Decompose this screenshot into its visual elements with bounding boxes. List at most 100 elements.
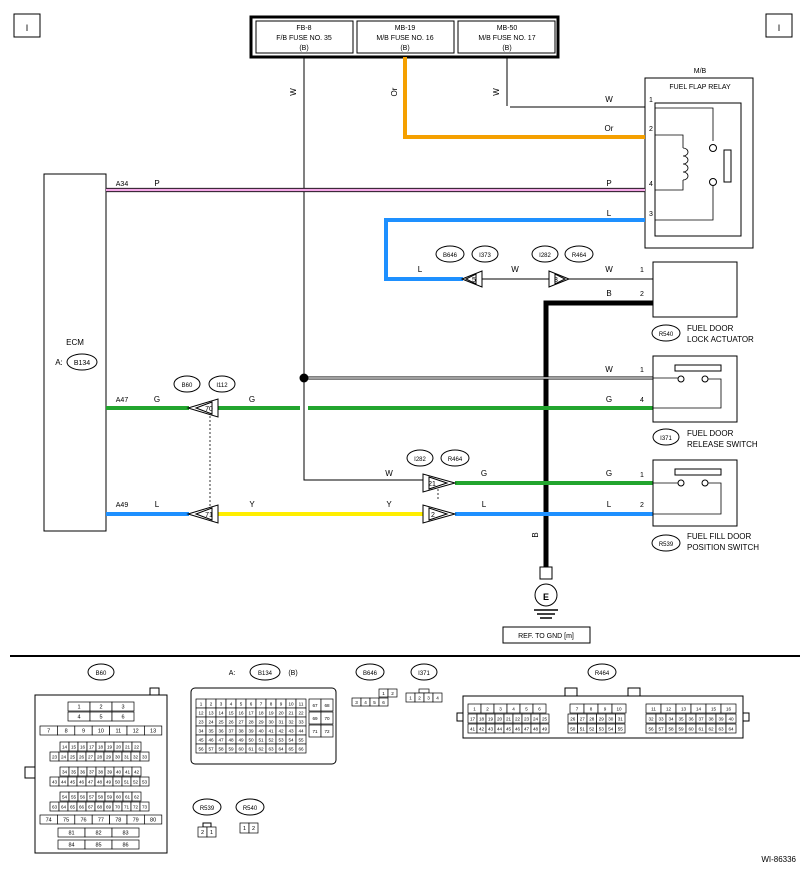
oval-r464-a: R464	[572, 253, 587, 259]
fuse-mb50: MB-50 M/B FUSE NO. 17 (B)	[478, 25, 535, 52]
pin-number: 63	[718, 727, 724, 732]
pin-number: 74	[46, 818, 52, 824]
pin-number: 15	[71, 745, 77, 750]
pin-number: 28	[97, 755, 103, 760]
label-rel-g-right: G	[606, 395, 612, 404]
pin-number: 24	[208, 720, 214, 725]
pin-number: 71	[312, 729, 318, 734]
fuse-mb50-name: M/B FUSE NO. 17	[478, 35, 535, 42]
relay-pin-4: 4	[649, 181, 653, 188]
pin-cell	[248, 822, 259, 834]
pin-number: 63	[268, 747, 274, 752]
fuse-block: FB-8 F/B FUSE NO. 35 (B) MB-19 M/B FUSE …	[249, 15, 560, 59]
pin-number: 47	[218, 738, 224, 743]
label-or-fuse2: Or	[390, 87, 399, 96]
pin-number: 6	[382, 700, 385, 705]
pin-cell	[111, 827, 140, 838]
pin-number: 28	[589, 717, 595, 722]
pin-number: 72	[133, 805, 139, 810]
fuse-mb19-id: MB-19	[395, 25, 416, 32]
pin-number: 2	[99, 705, 102, 711]
pin-cell	[387, 688, 398, 698]
pin-cell	[111, 711, 135, 722]
pin-number: 37	[228, 729, 234, 734]
pin-number: 24	[533, 717, 539, 722]
label-relay-p4: P	[606, 179, 611, 188]
fuse-fb8-id: FB-8	[296, 25, 311, 32]
pin-number: 20	[116, 745, 122, 750]
pin-number: 30	[608, 717, 614, 722]
pin-number: 44	[298, 729, 304, 734]
pin-number: 4	[436, 696, 439, 701]
relay-mb-label: M/B	[694, 68, 707, 75]
pin-number: 18	[479, 717, 485, 722]
pin-number: 15	[228, 711, 234, 716]
pin-number: 1	[243, 826, 246, 832]
pin-number: 52	[133, 780, 139, 785]
position-pin-1: 1	[640, 472, 644, 479]
fuse-mb19-name: M/B FUSE NO. 16	[376, 35, 433, 42]
pin-number: 53	[142, 780, 148, 785]
pin-number: 86	[122, 843, 128, 849]
ecm-unit: ECM A: B134	[43, 173, 107, 532]
pin-number: 17	[248, 711, 254, 716]
connector-pin-3-text: 3	[554, 277, 558, 284]
label-relay-p2: Or	[605, 124, 614, 133]
pin-number: 48	[228, 738, 234, 743]
pin-number: 53	[278, 738, 284, 743]
pin-number: 43	[52, 780, 58, 785]
label-act-l: L	[418, 265, 423, 274]
pin-number: 73	[142, 805, 148, 810]
pin-number: 53	[599, 727, 605, 732]
pin-number: 46	[515, 727, 521, 732]
pin-cell	[144, 725, 163, 736]
wire-labels: W Or W W Or P L A34 P L W W B W A47 G G …	[116, 87, 614, 537]
pin-number: 23	[52, 755, 58, 760]
pin-number: 68	[324, 703, 330, 708]
pin-number: 81	[68, 831, 74, 837]
pin-number: 61	[125, 795, 131, 800]
label-w-fuse3: W	[492, 88, 501, 96]
pin-number: 40	[116, 770, 122, 775]
pin-number: 31	[618, 717, 624, 722]
fuse-fb8-name: F/B FUSE NO. 35	[276, 35, 332, 42]
pin-cell	[539, 713, 550, 724]
pin-number: 29	[599, 717, 605, 722]
pin-number: 35	[208, 729, 214, 734]
wire-fuse2-or	[403, 57, 645, 139]
pin-cell	[611, 703, 627, 714]
connector-pin-5-text: 5	[472, 277, 476, 284]
wire-fuse1-w	[303, 57, 423, 481]
relay-pin-2: 2	[649, 126, 653, 133]
pin-number: 16	[80, 745, 86, 750]
pin-number: 7	[576, 707, 579, 712]
pin-number: 77	[98, 818, 104, 824]
legend-r464-title: R464	[595, 671, 610, 677]
pin-number: 39	[107, 770, 113, 775]
fuse-mb19-circuit: (B)	[400, 45, 409, 52]
pin-cell	[111, 839, 140, 850]
pin-number: 47	[88, 780, 94, 785]
legend-b134-title: B134	[258, 671, 273, 677]
connector-id-ovals: B646 I373 I282 R464 B60 I112 I282 R464	[173, 245, 594, 467]
label-act-w-mid: W	[511, 265, 519, 274]
pin-number: 56	[198, 747, 204, 752]
pin-number: 42	[134, 770, 140, 775]
ground-symbol: E	[543, 592, 549, 602]
pin-number: 16	[238, 711, 244, 716]
pin-number: 42	[278, 729, 284, 734]
connector-pin-71-text: 71	[205, 512, 213, 519]
pin-number: 34	[668, 717, 674, 722]
pin-number: 31	[124, 755, 130, 760]
pin-number: 57	[89, 795, 95, 800]
pin-number: 9	[280, 702, 283, 707]
pin-number: 1	[473, 707, 476, 712]
legend-b134-prefix: A:	[229, 670, 236, 677]
pin-number: 6	[121, 715, 124, 721]
label-pos-g: G	[481, 469, 487, 478]
label-mid-y2: Y	[386, 500, 392, 509]
pin-number: 67	[312, 703, 318, 708]
